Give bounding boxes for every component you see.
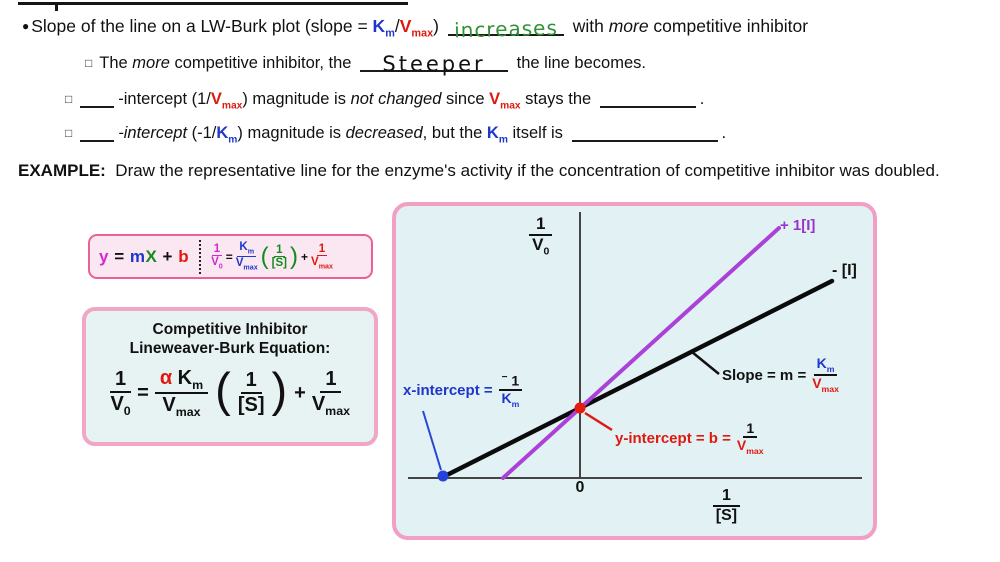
note-line-x-intercept: □-intercept (-1/Km) magnitude is decreas… <box>65 124 727 146</box>
y-intercept-leader-line <box>584 411 613 432</box>
frac-1-over-s: 1[S] <box>237 369 265 417</box>
origin-label: 0 <box>575 479 585 496</box>
open-paren: ( <box>260 242 269 270</box>
top-rule <box>18 2 408 5</box>
slope-leader-line <box>691 351 720 375</box>
frac-1-over-s: 1[S] <box>271 243 288 269</box>
example-prompt: EXAMPLE: Draw the representative line fo… <box>18 161 940 180</box>
with-inhibitor-line <box>501 226 781 480</box>
y-intercept-text: y-intercept = b = <box>615 430 731 448</box>
equals-sign: = <box>225 249 233 264</box>
slope-text: Slope = m = <box>722 366 807 384</box>
linear-equation: y = mX + b <box>99 246 190 266</box>
close-paren: ) <box>290 242 299 270</box>
x-intercept-point <box>437 470 449 482</box>
plus-sign: + <box>294 381 306 404</box>
close-paren: ) <box>271 363 288 417</box>
open-paren: ( <box>215 363 231 417</box>
competitive-lb-equation-box: Competitive Inhibitor Lineweaver-Burk Eq… <box>82 307 378 446</box>
equals-sign: = <box>137 381 149 404</box>
with-inhibitor-label: + 1[I] <box>780 217 816 234</box>
note-line-steeper: □The more competitive inhibitor, the Ste… <box>85 52 646 77</box>
note-line-y-intercept: □-intercept (1/Vmax) magnitude is not ch… <box>65 90 705 112</box>
dotted-divider <box>199 239 202 274</box>
x-intercept-text: x-intercept = <box>403 382 493 400</box>
y-intercept-point <box>574 402 586 414</box>
plot-canvas <box>408 212 862 482</box>
box-title-line2: Lineweaver-Burk Equation: <box>129 340 331 357</box>
note-line-slope: ●Slope of the line on a LW-Burk plot (sl… <box>22 15 809 43</box>
x-intercept-leader-line <box>422 410 442 471</box>
plus-sign: + <box>301 249 309 264</box>
no-inhibitor-line <box>440 278 835 480</box>
box-title-line1: Competitive Inhibitor <box>152 321 308 338</box>
x-axis-label: 1[S] <box>713 487 740 524</box>
without-inhibitor-label: - [I] <box>832 262 857 279</box>
top-rule-descender-tick <box>55 2 58 11</box>
